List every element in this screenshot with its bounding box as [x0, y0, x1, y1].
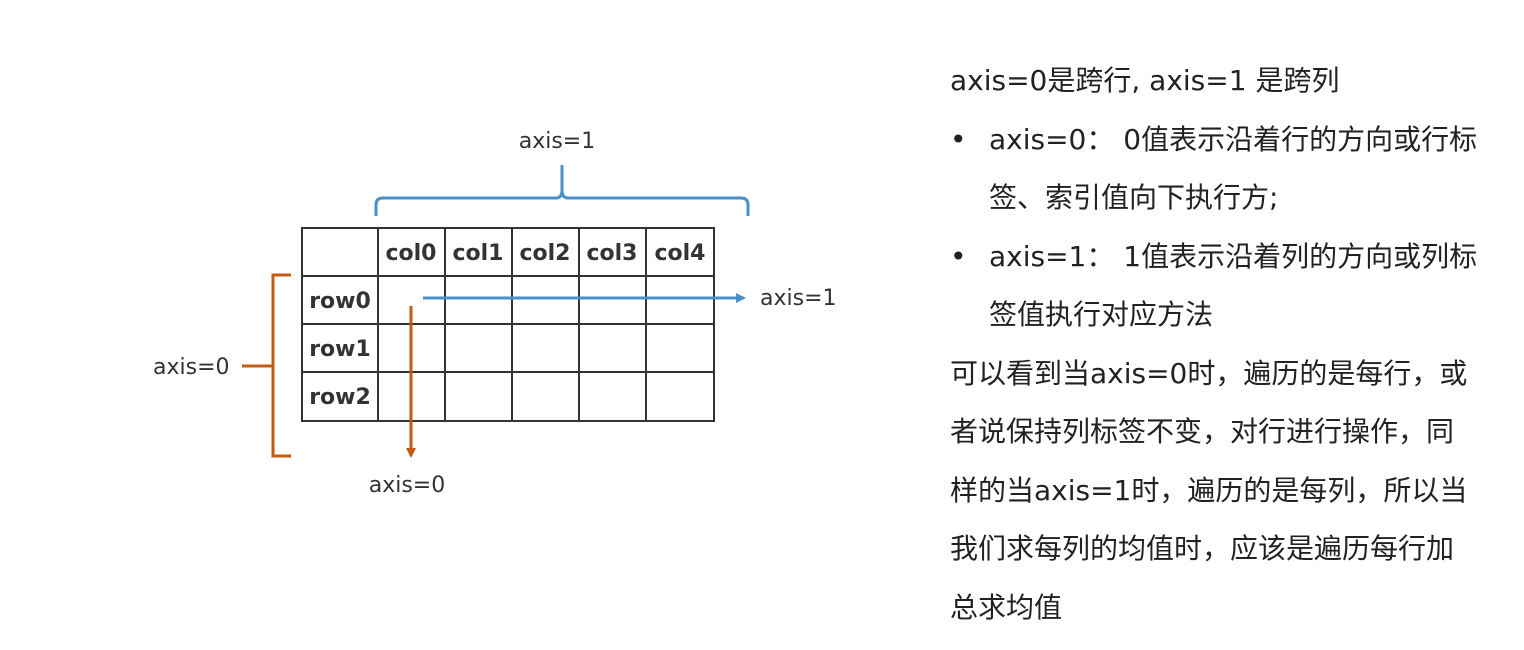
- column-header: col2: [519, 241, 570, 266]
- row-header: row0: [309, 289, 371, 314]
- left-axis0-label: axis=0: [153, 355, 230, 380]
- row-header: row1: [309, 337, 371, 362]
- bottom-axis0-label: axis=0: [369, 473, 446, 498]
- axis-diagram: axis=1 col0 col1 col2 col3 col4 row0 row…: [153, 129, 837, 498]
- column-header: col0: [385, 241, 436, 266]
- column-header: col1: [452, 241, 503, 266]
- column-header: col3: [586, 241, 637, 266]
- right-axis1-label: axis=1: [760, 286, 837, 311]
- bullet-axis0: axis=0： 0值表示沿着行的方向或行标签、索引值向下执行方;: [950, 111, 1479, 228]
- bullet-axis1: axis=1： 1值表示沿着列的方向或列标签值执行对应方法: [950, 228, 1479, 345]
- column-bracket: [374, 165, 750, 216]
- row-header: row2: [309, 385, 371, 410]
- explanation-heading: axis=0是跨行, axis=1 是跨列: [950, 64, 1340, 97]
- column-header: col4: [654, 241, 705, 266]
- top-axis1-label: axis=1: [519, 129, 596, 154]
- row-bracket: [242, 273, 291, 458]
- data-table-grid: [301, 227, 715, 422]
- explanation-panel: axis=0是跨行, axis=1 是跨列 axis=0： 0值表示沿着行的方向…: [950, 52, 1510, 637]
- explanation-paragraph: 可以看到当axis=0时，遍历的是每行，或者说保持列标签不变，对行进行操作，同样…: [950, 356, 1468, 624]
- explanation-bullets: axis=0： 0值表示沿着行的方向或行标签、索引值向下执行方; axis=1：…: [950, 111, 1510, 345]
